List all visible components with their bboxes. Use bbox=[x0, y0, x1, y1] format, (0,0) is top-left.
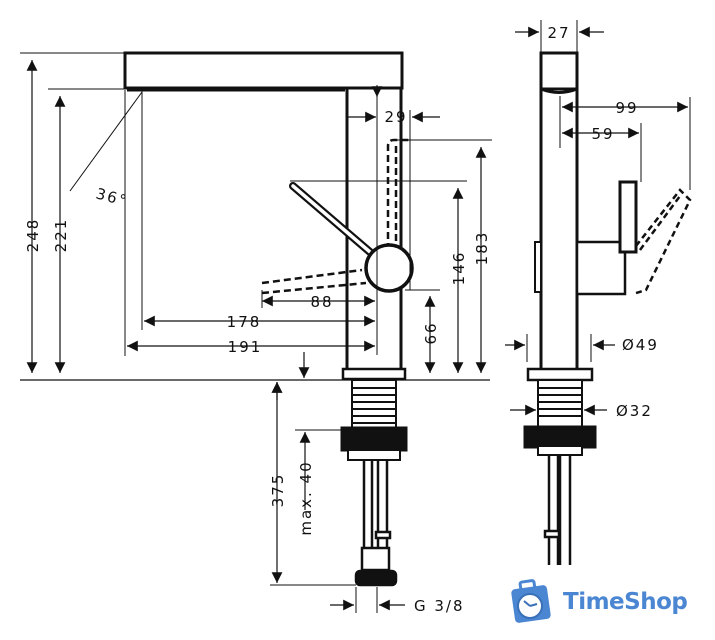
base-flange bbox=[341, 367, 407, 381]
mounting-nut bbox=[340, 426, 408, 452]
front-view bbox=[20, 51, 492, 613]
lever-pivot bbox=[364, 243, 414, 293]
spout-side bbox=[539, 51, 579, 91]
dim-88: 88 bbox=[310, 293, 333, 311]
side-view-labels: 27 99 59 Ø49 Ø32 bbox=[547, 24, 659, 420]
dim-183: 183 bbox=[473, 231, 491, 266]
dim-375: 375 bbox=[269, 473, 287, 508]
spout-body bbox=[123, 51, 404, 90]
lever-lowered-dashed bbox=[261, 268, 367, 295]
supply-hoses bbox=[354, 460, 398, 587]
dim-29: 29 bbox=[384, 108, 407, 126]
lever-side bbox=[618, 180, 638, 254]
dim-g38: G 3/8 bbox=[414, 597, 465, 615]
suitcase-clock-icon bbox=[511, 579, 551, 623]
dim-diameter-32: Ø32 bbox=[616, 402, 653, 420]
dim-191: 191 bbox=[228, 338, 263, 356]
dim-221: 221 bbox=[52, 218, 70, 253]
dim-178: 178 bbox=[227, 313, 262, 331]
front-view-labels: 248 221 36° 191 178 88 29 183 146 66 375… bbox=[24, 108, 491, 615]
dim-max-40: max. 40 bbox=[297, 460, 315, 535]
lever-side-dashed bbox=[632, 188, 692, 296]
brand-name: TimeShop bbox=[563, 589, 688, 615]
threaded-shank bbox=[351, 379, 397, 433]
side-view bbox=[505, 20, 692, 565]
dim-66: 66 bbox=[422, 321, 440, 344]
dim-146: 146 bbox=[450, 251, 468, 286]
lever-raised-dashed bbox=[386, 138, 410, 250]
dim-59: 59 bbox=[591, 125, 614, 143]
dim-99: 99 bbox=[615, 99, 638, 117]
dim-27: 27 bbox=[547, 24, 570, 42]
dim-248: 248 bbox=[24, 218, 42, 253]
dim-diameter-49: Ø49 bbox=[622, 336, 659, 354]
timeshop-watermark: TimeShop bbox=[505, 578, 688, 626]
